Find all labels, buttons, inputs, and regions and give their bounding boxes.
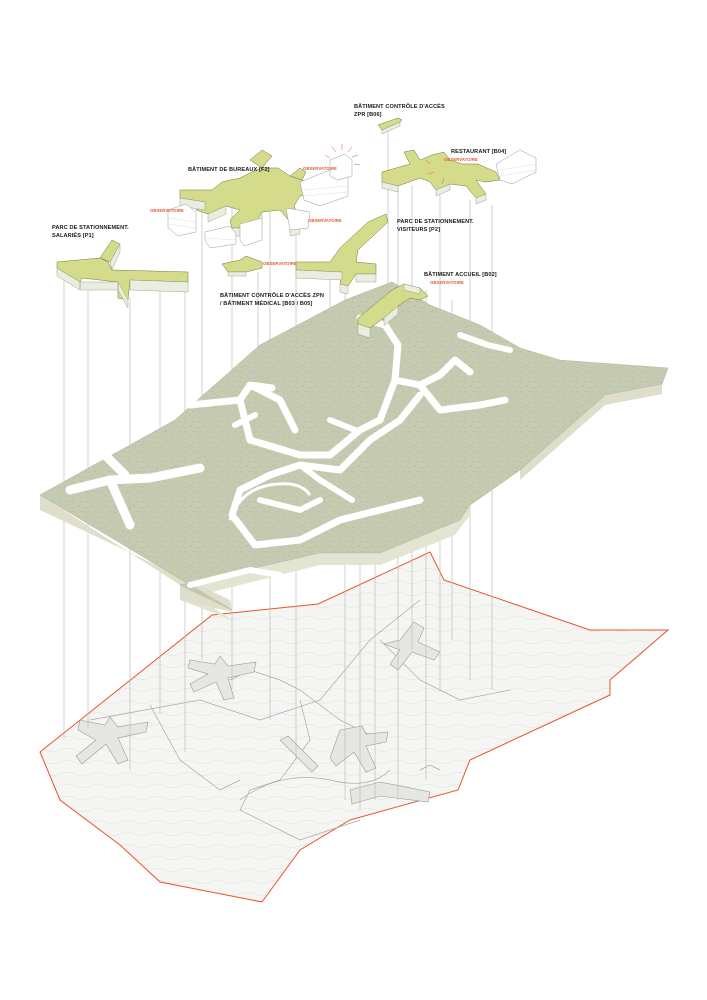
observatoire-label-b02: OBSERVATOIRE [430,280,464,285]
site-plan-layer [39,551,670,903]
label-p1-line2: SALARIÉS [P1] [52,231,94,239]
label-b03-line2: / BÂTIMENT MÉDICAL [B03 / B05] [220,299,312,307]
observatoire-sunburst [324,144,361,166]
slab-void-loop [228,482,312,521]
observatoire-label-f2-right: OBSERVATOIRE [308,218,342,223]
building-b02-reception [357,283,429,339]
observatoire-label-f2-left: OBSERVATOIRE [150,208,184,213]
label-b06-line1: BÂTIMENT CONTRÔLE D'ACCÈS [354,102,445,110]
slab-top [40,282,668,610]
label-b06-line2: ZPR [B06] [354,112,382,118]
observatoire-label-f2-top: OBSERVATOIRE [303,166,337,171]
building-p2-parking [295,213,389,295]
slab-edge-lower [180,505,470,620]
f2-annex-hatching [167,185,349,241]
building-b04-restaurant [381,149,537,205]
label-p2-line1: PARC DE STATIONNEMENT. [397,219,474,225]
observatoire-label-b04: OBSERVATOIRE [444,157,478,162]
label-b03-line1: BÂTIMENT CONTRÔLE D'ACCÈS ZPN [220,291,324,299]
building-b06-access-zpr [377,117,403,135]
label-b02: BÂTIMENT ACCUEIL [B02] [424,271,497,278]
slab-edge-right [520,384,662,480]
slab-edge-main [40,495,232,612]
observatoire-labels: OBSERVATOIRE OBSERVATOIRE OBSERVATOIRE O… [150,157,478,285]
landscape-slab-layer [39,281,669,620]
label-p1-line1: PARC DE STATIONNEMENT. [52,225,129,231]
label-p2-line2: VISITEURS [P2] [397,227,440,233]
building-f2-office [167,144,361,249]
site-plan-outline [39,551,670,903]
label-f2: BÂTIMENT DE BUREAUX [F2] [188,166,270,173]
building-p1-parking [56,239,189,309]
building-labels: BÂTIMENT CONTRÔLE D'ACCÈS ZPR [B06] REST… [52,102,506,307]
observatoire-label-b03: OBSERVATOIRE [263,261,297,266]
building-b03-b05-medical [221,255,263,277]
buildings-layer [56,117,537,339]
f2-annex-wings [167,153,353,249]
slab-roads [65,314,513,588]
label-b04: RESTAURANT [B04] [451,149,506,155]
